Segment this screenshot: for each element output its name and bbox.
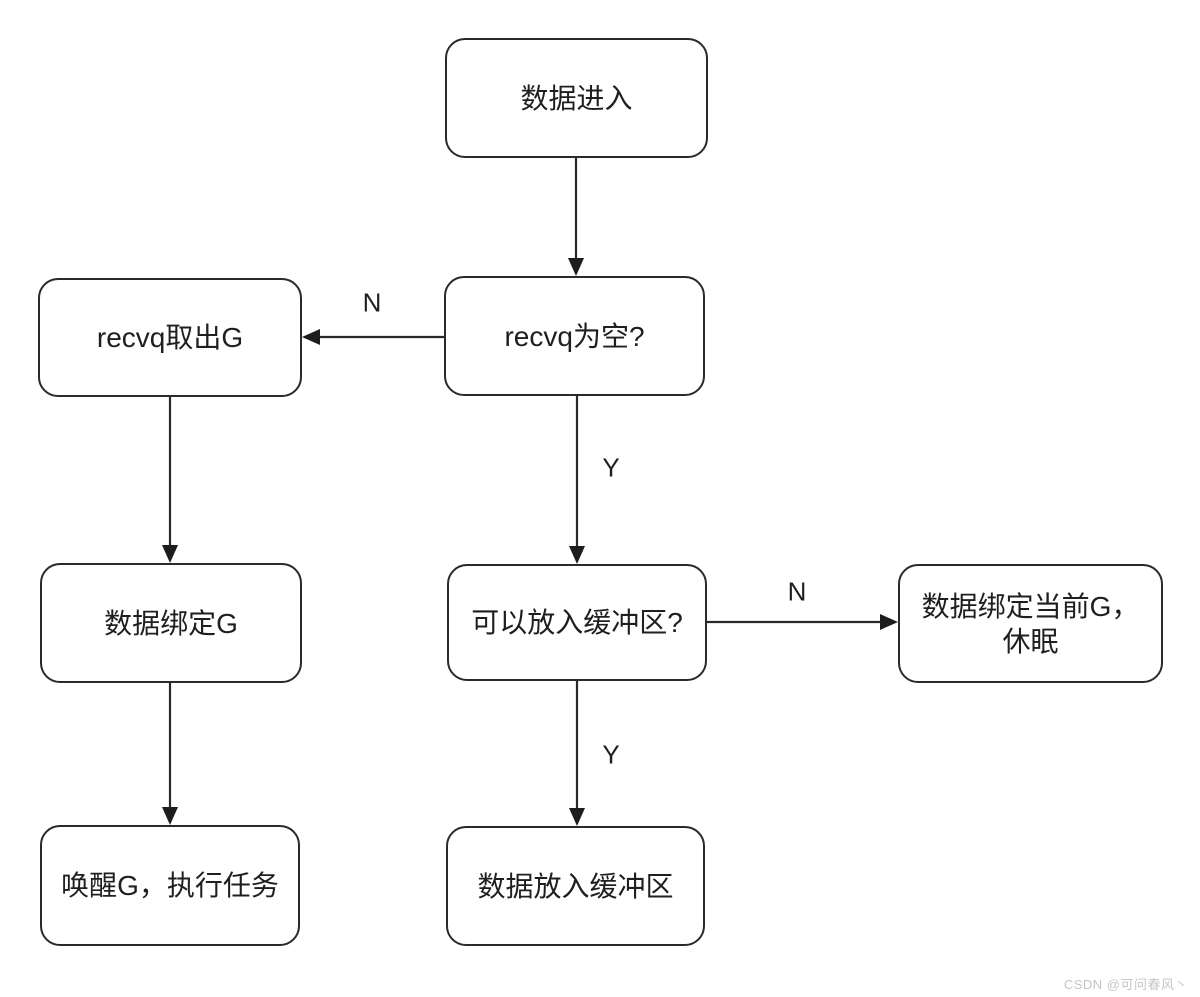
node-recvq-empty: recvq为空? (444, 276, 705, 396)
edge-label-y-buffer-check: Y (602, 739, 620, 770)
arrowhead-buffer-check-to-put-buffer (569, 808, 585, 826)
node-start: 数据进入 (445, 38, 708, 158)
node-bind-current-g: 数据绑定当前G，休眠 (898, 564, 1163, 683)
node-recvq-takeout: recvq取出G (38, 278, 302, 397)
arrowhead-recvq-empty-to-buffer-check (569, 546, 585, 564)
node-put-buffer: 数据放入缓冲区 (446, 826, 705, 946)
edge-label-n-buffer-check: N (787, 576, 807, 607)
edge-label-y-recvq-empty: Y (602, 452, 620, 483)
arrowhead-bind-g-to-wake-g (162, 807, 178, 825)
edge-label-n-recvq-empty: N (362, 287, 382, 318)
arrowhead-buffer-check-to-bind-current-g (880, 614, 898, 630)
arrowhead-start-to-recvq-empty (568, 258, 584, 276)
arrowhead-recvq-takeout-to-bind-g (162, 545, 178, 563)
node-buffer-check: 可以放入缓冲区? (447, 564, 707, 681)
node-wake-g: 唤醒G，执行任务 (40, 825, 300, 946)
arrowhead-recvq-empty-to-recvq-takeout (302, 329, 320, 345)
node-bind-g: 数据绑定G (40, 563, 302, 683)
watermark-text: CSDN @可问春风丶 (1063, 977, 1188, 992)
